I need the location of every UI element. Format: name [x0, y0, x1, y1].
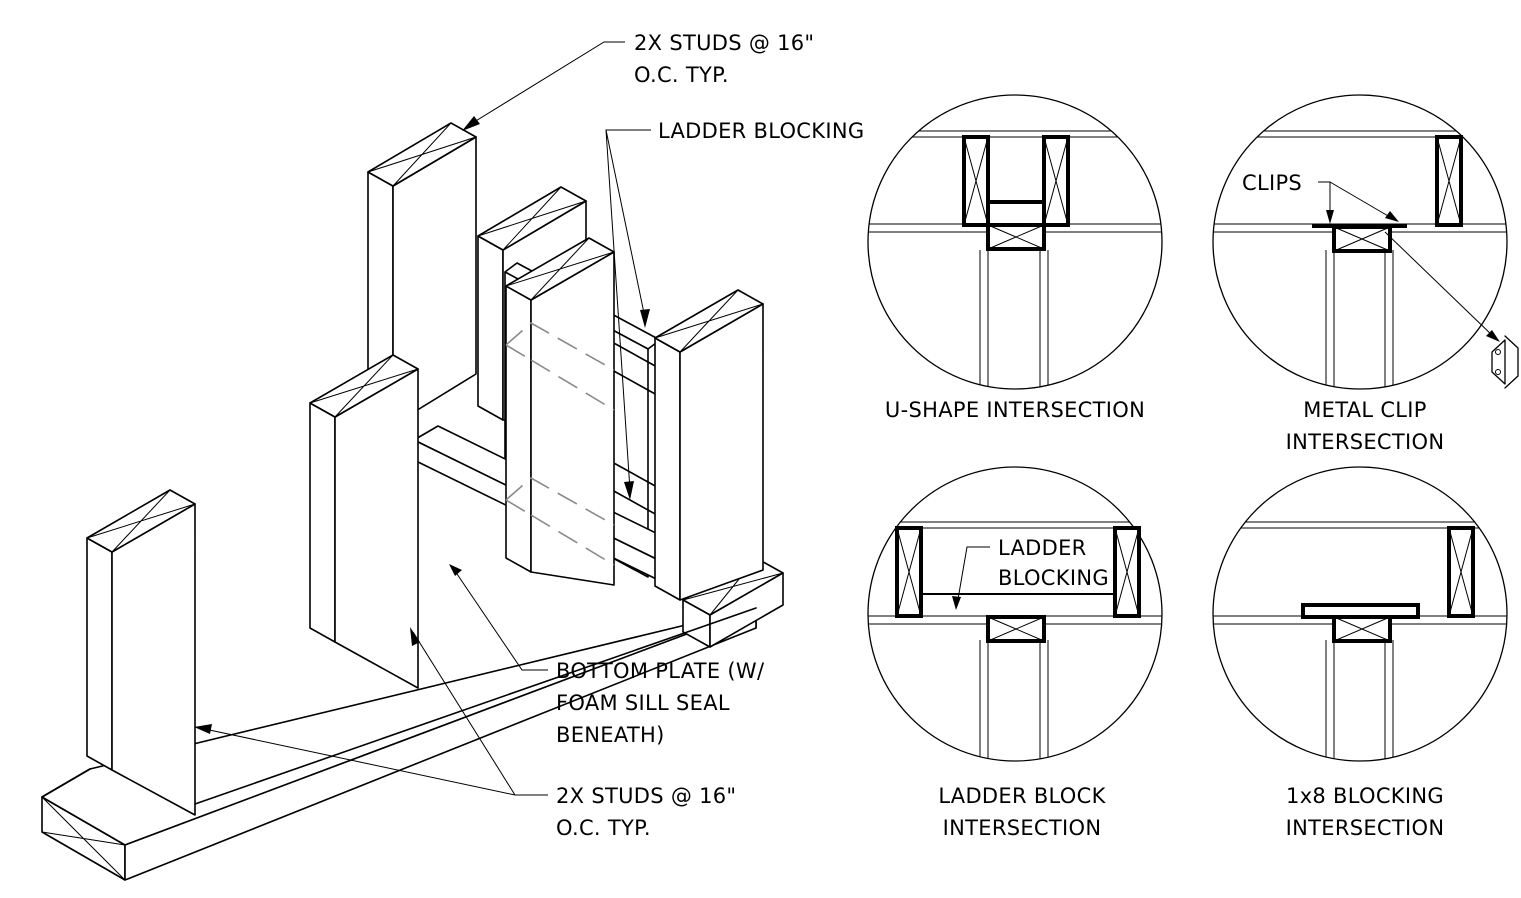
label-bottom-plate-2: FOAM SILL SEAL: [556, 691, 730, 715]
callout-studs-bottom: 2X STUDS @ 16" O.C. TYP.: [194, 627, 736, 840]
label-ladder-blocking: LADDER BLOCKING: [658, 119, 864, 143]
detail-4-title-2: INTERSECTION: [1286, 816, 1445, 840]
stud-right: [654, 289, 764, 601]
detail-ladder-block: LADDER BLOCKING LADDER BLOCK INTERSECTIO…: [867, 466, 1163, 840]
clips-callout: CLIPS: [1242, 171, 1302, 195]
label-studs-top-1: 2X STUDS @ 16": [634, 31, 814, 55]
detail-4-title-1: 1x8 BLOCKING: [1286, 784, 1444, 808]
stud-center: [505, 237, 615, 586]
detail-1-title: U-SHAPE INTERSECTION: [885, 398, 1145, 422]
detail-3-title-2: INTERSECTION: [943, 816, 1102, 840]
detail-2-title-1: METAL CLIP: [1303, 398, 1427, 422]
label-studs-bottom-2: O.C. TYP.: [556, 816, 651, 840]
callout-studs-top: 2X STUDS @ 16" O.C. TYP.: [462, 31, 814, 131]
plate-edge: [41, 607, 757, 805]
detail-3-title-1: LADDER BLOCK: [938, 784, 1106, 808]
clip-icon: [1491, 335, 1519, 389]
label-studs-bottom-1: 2X STUDS @ 16": [556, 784, 736, 808]
label-studs-top-2: O.C. TYP.: [634, 63, 729, 87]
callout-bottom-plate: BOTTOM PLATE (W/ FOAM SILL SEAL BENEATH): [449, 564, 765, 747]
callout-ladder-blocking: LADDER BLOCKING: [605, 119, 864, 500]
stud-front-middle: [309, 354, 419, 689]
stud-back-left: [367, 122, 477, 426]
isometric-wall: [41, 122, 784, 881]
stud-front-left: [86, 489, 196, 816]
detail-metal-clip: CLIPS METAL CLIP INTERSECTION: [1212, 94, 1519, 454]
ladder-callout-2: BLOCKING: [998, 566, 1109, 590]
detail-1x8-blocking: 1x8 BLOCKING INTERSECTION: [1212, 466, 1508, 840]
detail-u-shape: U-SHAPE INTERSECTION: [867, 94, 1163, 422]
ladder-callout-1: LADDER: [998, 536, 1087, 560]
label-bottom-plate-3: BENEATH): [556, 723, 665, 747]
detail-2-title-2: INTERSECTION: [1286, 430, 1445, 454]
label-bottom-plate-1: BOTTOM PLATE (W/: [556, 659, 765, 683]
